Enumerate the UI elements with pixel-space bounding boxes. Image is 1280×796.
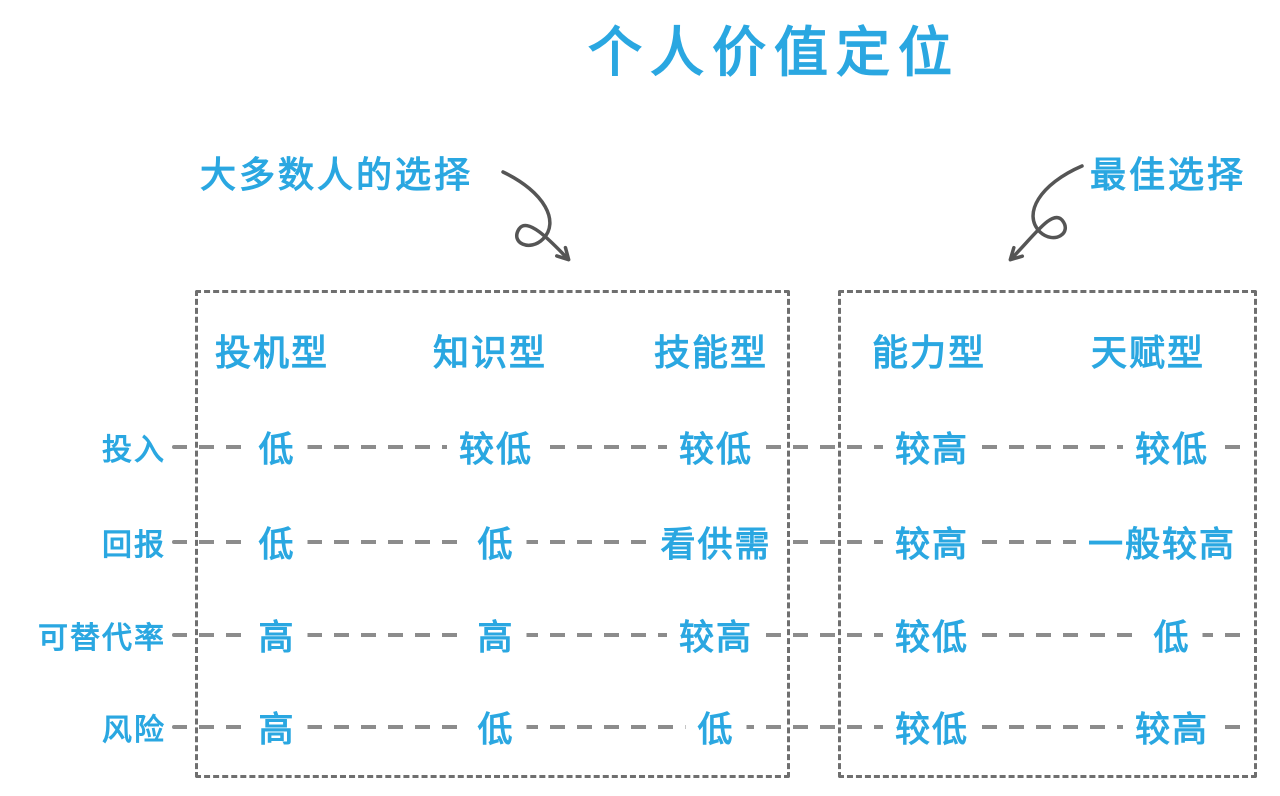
table-cell: 一般较高 — [1075, 514, 1249, 570]
table-cell: 低 — [685, 699, 747, 755]
table-cell: 较低 — [882, 699, 982, 755]
table-cell: 较低 — [1122, 419, 1222, 475]
group-box-best-choice — [838, 290, 1257, 778]
page-title: 个人价值定位 — [588, 23, 960, 83]
annotation-best-choice-label: 最佳选择 — [1090, 154, 1247, 195]
table-cell: 较低 — [446, 419, 546, 475]
column-header-ability: 能力型 — [871, 332, 987, 373]
column-header-talent: 天赋型 — [1090, 332, 1206, 373]
row-label-return: 回报 — [0, 518, 168, 566]
table-cell: 较高 — [882, 419, 982, 475]
table-cell: 看供需 — [648, 514, 784, 570]
group-box-most-people — [195, 290, 790, 778]
row-label-risk: 风险 — [0, 703, 168, 751]
table-cell: 较高 — [1122, 699, 1222, 755]
table-cell: 较低 — [666, 419, 766, 475]
column-header-speculative: 投机型 — [214, 332, 330, 373]
table-cell: 较低 — [882, 607, 982, 663]
curved-arrow-right-icon — [1008, 164, 1084, 262]
column-header-skill: 技能型 — [653, 332, 769, 373]
table-cell: 低 — [465, 514, 527, 570]
table-cell: 低 — [1141, 607, 1203, 663]
row-label-input: 投入 — [0, 423, 168, 471]
column-header-knowledge: 知识型 — [432, 332, 548, 373]
table-cell: 低 — [465, 699, 527, 755]
table-cell: 高 — [246, 699, 308, 755]
curved-arrow-left-icon — [501, 170, 571, 262]
annotation-most-people-label: 大多数人的选择 — [200, 154, 474, 195]
table-cell: 高 — [246, 607, 308, 663]
table-cell: 低 — [246, 514, 308, 570]
table-cell: 低 — [246, 419, 308, 475]
row-label-replaceability: 可替代率 — [0, 611, 168, 659]
table-cell: 高 — [465, 607, 527, 663]
table-cell: 较高 — [882, 514, 982, 570]
table-cell: 较高 — [666, 607, 766, 663]
